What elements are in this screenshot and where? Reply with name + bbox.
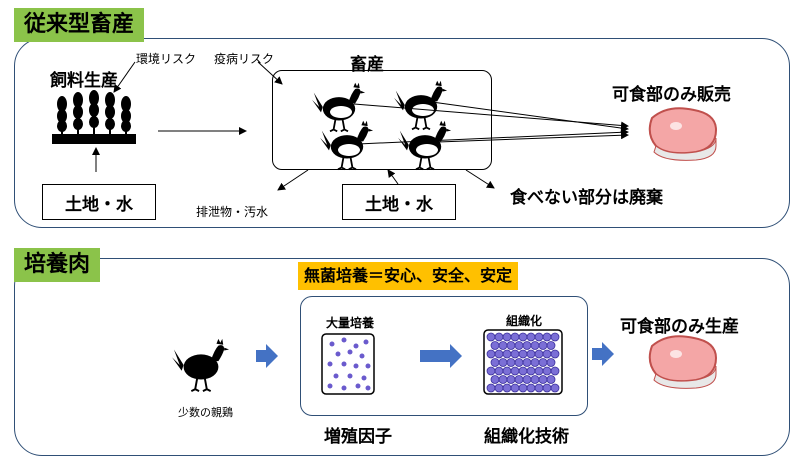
tissue-cell <box>510 366 520 376</box>
chicken-icon <box>312 81 366 133</box>
tissue-cell <box>494 366 504 376</box>
env-risk-label: 環境リスク <box>136 52 197 66</box>
tissue-cell <box>542 383 552 393</box>
tissue-cell <box>518 332 528 342</box>
tissue-cell <box>490 341 500 350</box>
tissue-cell <box>526 383 536 393</box>
tissue-cell <box>526 349 536 359</box>
cultured-title: 培養肉 <box>14 248 101 282</box>
tissue-cell <box>486 383 496 393</box>
tissue-cell <box>494 383 504 393</box>
tissue-cell <box>514 358 524 367</box>
tissue-cell <box>550 366 560 376</box>
land-water-box-2: 土地・水 <box>342 184 456 220</box>
tissue-cell <box>514 375 524 384</box>
tissue-cell <box>534 332 544 342</box>
tissue-cell <box>506 341 516 350</box>
culture-process-box <box>300 296 588 416</box>
tissue-cell <box>522 341 532 350</box>
excrement-label: 排泄物・汚水 <box>196 205 269 219</box>
tissue-cell <box>498 341 508 350</box>
waste-label: 食べない部分は廃棄 <box>510 188 663 208</box>
tissue-cell <box>510 332 520 342</box>
tissue-cell <box>506 358 516 367</box>
tissue-cell <box>542 332 552 342</box>
wheat-icon <box>52 90 136 144</box>
tissue-cell <box>542 366 552 376</box>
tissue-cell <box>518 366 528 376</box>
cell-dish-icon <box>321 333 375 395</box>
edible-sold-label: 可食部のみ販売 <box>612 85 731 105</box>
chicken-icon <box>394 79 448 131</box>
process-arrows <box>256 342 614 368</box>
tissue-cell <box>510 383 520 393</box>
tissue-cell <box>494 332 504 342</box>
tissue-cell <box>530 358 540 367</box>
tissue-cell <box>506 375 516 384</box>
sterile-culture-label: 無菌培養＝安心、安全、安定 <box>298 262 519 290</box>
chicken-icon <box>172 337 230 393</box>
meat-icon <box>648 107 718 161</box>
tissue-cell <box>498 375 508 384</box>
tissue-cell <box>518 349 528 359</box>
tissue-cell <box>546 358 556 367</box>
chicken-icon <box>320 119 374 171</box>
tissue-cell <box>538 341 548 350</box>
tissue-cell <box>522 375 532 384</box>
edible-produced-label: 可食部のみ生産 <box>620 317 739 337</box>
tissue-cell <box>534 366 544 376</box>
parent-birds-label: 少数の親鶏 <box>178 406 233 419</box>
tissue-cell <box>486 332 496 342</box>
meat-icon <box>648 335 718 389</box>
tissue-cell <box>486 366 496 376</box>
tissue-cell <box>502 349 512 359</box>
conventional-title: 従来型畜産 <box>14 8 145 42</box>
tissue-cell <box>534 349 544 359</box>
tissue-cell <box>550 332 560 342</box>
chicken-icon <box>398 119 452 171</box>
tissue-cell <box>530 375 540 384</box>
growth-factor-label: 増殖因子 <box>324 427 392 447</box>
tissue-cell <box>502 332 512 342</box>
tissue-cell <box>502 366 512 376</box>
tissue-label: 組織化 <box>506 314 543 328</box>
tissue-cell <box>502 383 512 393</box>
tissue-cell <box>490 375 500 384</box>
tissue-cell <box>542 349 552 359</box>
tissue-tech-label: 組織化技術 <box>484 427 569 447</box>
tissue-cell <box>538 358 548 367</box>
tissue-cell <box>546 375 556 384</box>
tissue-cell <box>490 358 500 367</box>
tissue-cell <box>522 358 532 367</box>
mass-culture-label: 大量培養 <box>326 316 375 330</box>
tissue-cell <box>526 332 536 342</box>
tissue-cell <box>510 349 520 359</box>
tissue-cell <box>546 341 556 350</box>
tissue-cell <box>534 383 544 393</box>
feed-label: 飼料生産 <box>50 71 118 91</box>
tissue-cell <box>538 375 548 384</box>
tissue-cell <box>530 341 540 350</box>
tissue-cell <box>498 358 508 367</box>
land-water-box-1: 土地・水 <box>42 184 156 220</box>
tissue-cell <box>526 366 536 376</box>
tissue-cell <box>494 349 504 359</box>
tissue-dish-icon <box>483 329 563 395</box>
tissue-cell <box>514 341 524 350</box>
tissue-cell <box>518 383 528 393</box>
tissue-cell <box>486 349 496 359</box>
tissue-cell <box>550 383 560 393</box>
livestock-box <box>272 70 492 170</box>
tissue-cell <box>550 349 560 359</box>
